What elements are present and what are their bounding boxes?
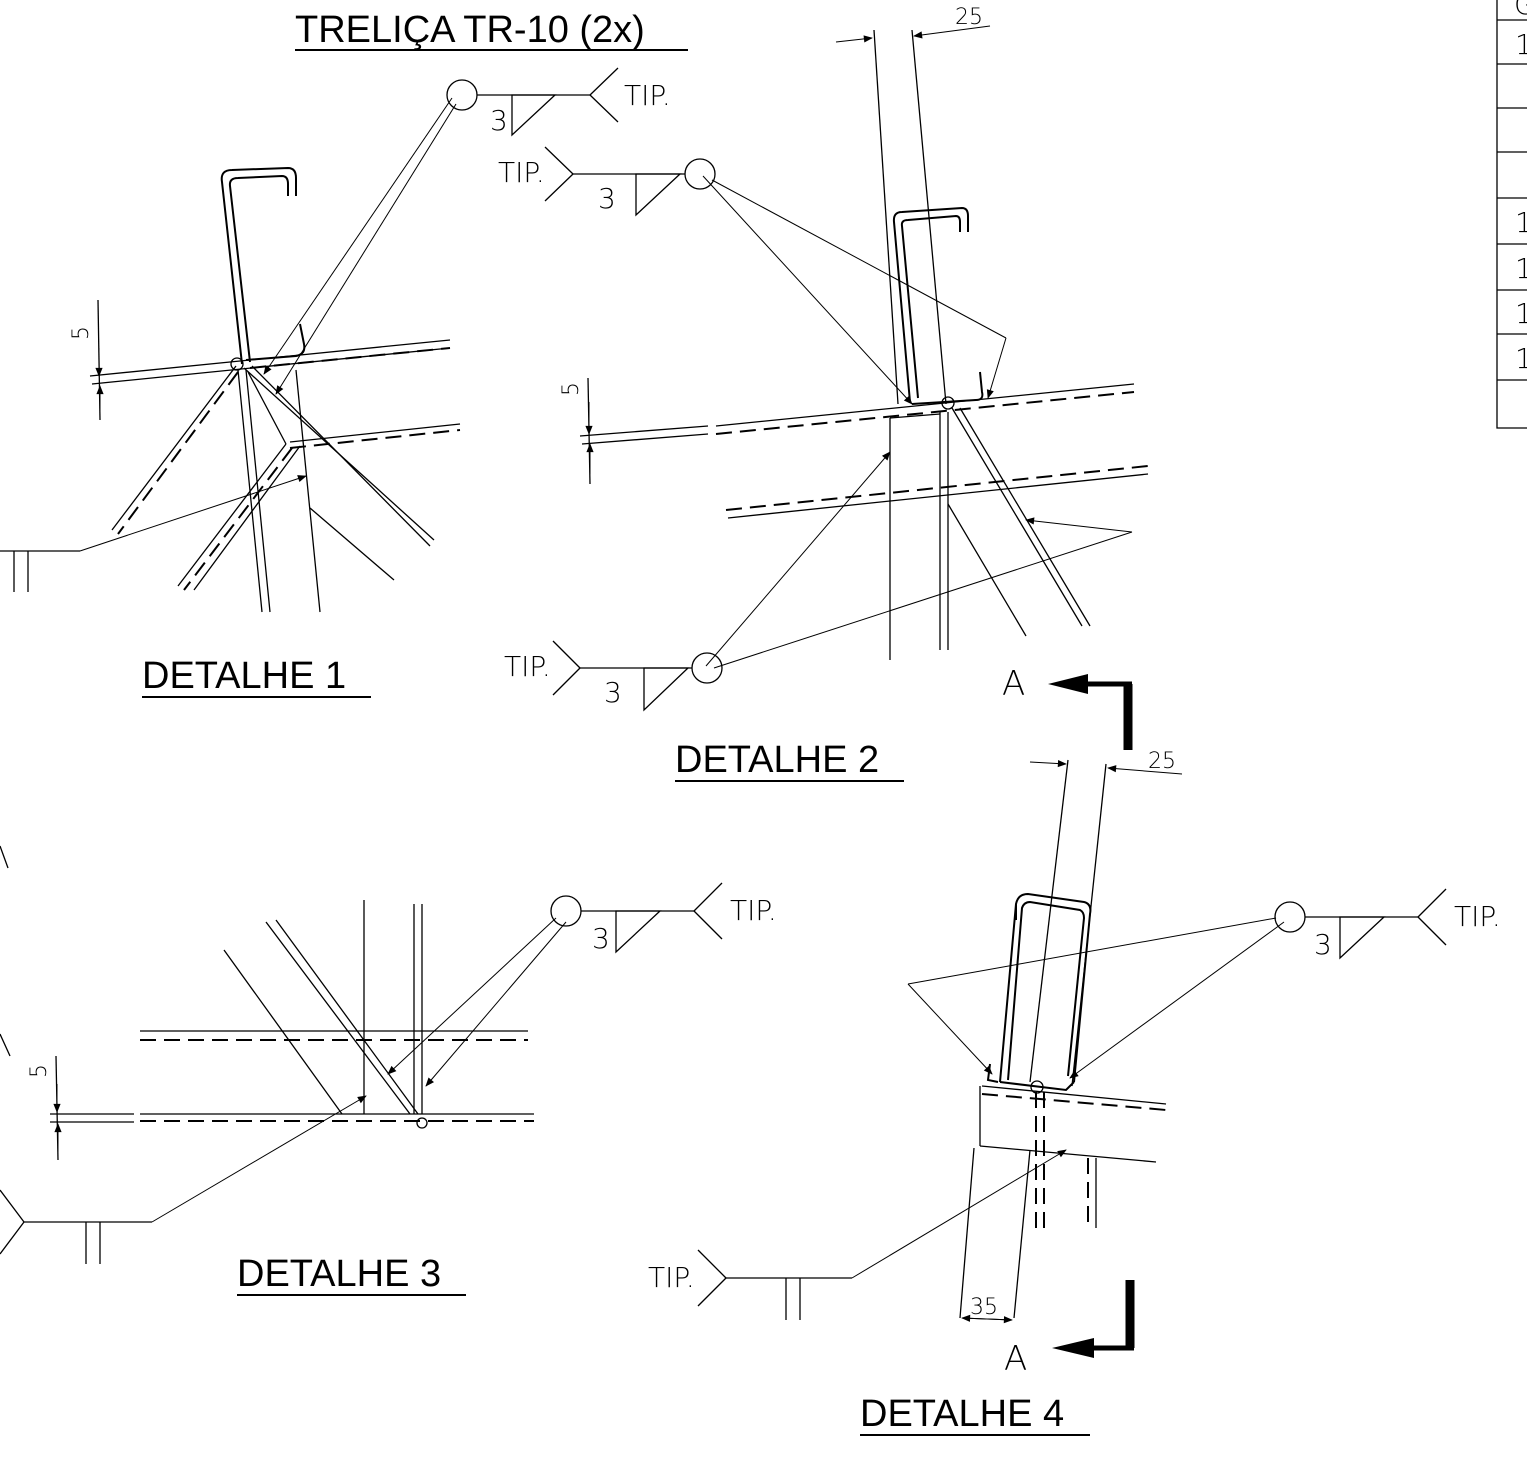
detail-3-weld-tip: TIP. <box>730 894 777 927</box>
detail-1-weld-symbol-left <box>0 550 80 592</box>
section-mark-top <box>1048 674 1133 750</box>
detail-3-weld-symbol-top <box>550 882 723 954</box>
detail-4-label: DETALHE 4 <box>860 1393 1064 1435</box>
detail-3-weld-size: 3 <box>592 922 610 955</box>
detail-1-drawing: 5 <box>69 97 461 613</box>
detail-2-weld-tip-bottom: TIP. <box>504 650 551 683</box>
table-header: G <box>1514 0 1527 21</box>
detail-4-weld-tip-right: TIP. <box>1454 900 1501 933</box>
parts-table: G 1 1 1 1 1 <box>1496 0 1527 429</box>
detail-3-weld-symbol-left <box>0 1189 152 1264</box>
detail-4-weld-symbol-left <box>697 1249 852 1320</box>
table-cell: 1 <box>1515 252 1527 285</box>
detail-4-weld-symbol-right <box>1274 888 1447 960</box>
detail-3-drawing <box>0 845 567 1223</box>
detail-2-weld-symbol-bottom <box>552 640 723 712</box>
table-cell: 1 <box>1515 28 1527 61</box>
detail-1-dim-5: 5 <box>69 326 94 340</box>
detail-2-label: DETALHE 2 <box>675 739 879 781</box>
detail-4-weld-tip-left: TIP. <box>648 1261 695 1294</box>
table-cell: 1 <box>1515 206 1527 239</box>
detail-4-weld-size: 3 <box>1314 928 1332 961</box>
detail-4-dim-25: 25 <box>1148 749 1176 774</box>
detail-4-dim-35: 35 <box>970 1295 998 1320</box>
detail-1-weld-symbol <box>446 67 619 137</box>
detail-3-label: DETALHE 3 <box>237 1253 441 1295</box>
table-cell: 1 <box>1515 297 1527 330</box>
detail-1-weld-tip: TIP. <box>624 79 671 112</box>
sheet-title: TRELIÇA TR-10 (2x) <box>295 9 645 51</box>
detail-2-weld-tip-top: TIP. <box>498 156 545 189</box>
detail-2-dim-5: 5 <box>559 382 584 396</box>
detail-4-drawing <box>851 759 1285 1324</box>
section-label-top: A <box>1002 664 1025 704</box>
section-mark-bottom <box>1052 1280 1135 1358</box>
detail-2-drawing <box>579 25 1149 669</box>
detail-2-dim-25: 25 <box>955 5 983 30</box>
detail-2-weld-symbol-top <box>544 146 716 217</box>
detail-3-dim-5: 5 <box>27 1064 52 1078</box>
section-label-bottom: A <box>1004 1339 1027 1379</box>
detail-2-weld-size-bottom: 3 <box>604 676 622 709</box>
detail-2-weld-size-top: 3 <box>598 182 616 215</box>
detail-1-weld-size: 3 <box>490 104 508 137</box>
table-cell: 1 <box>1515 342 1527 375</box>
detail-1-label: DETALHE 1 <box>142 655 346 697</box>
